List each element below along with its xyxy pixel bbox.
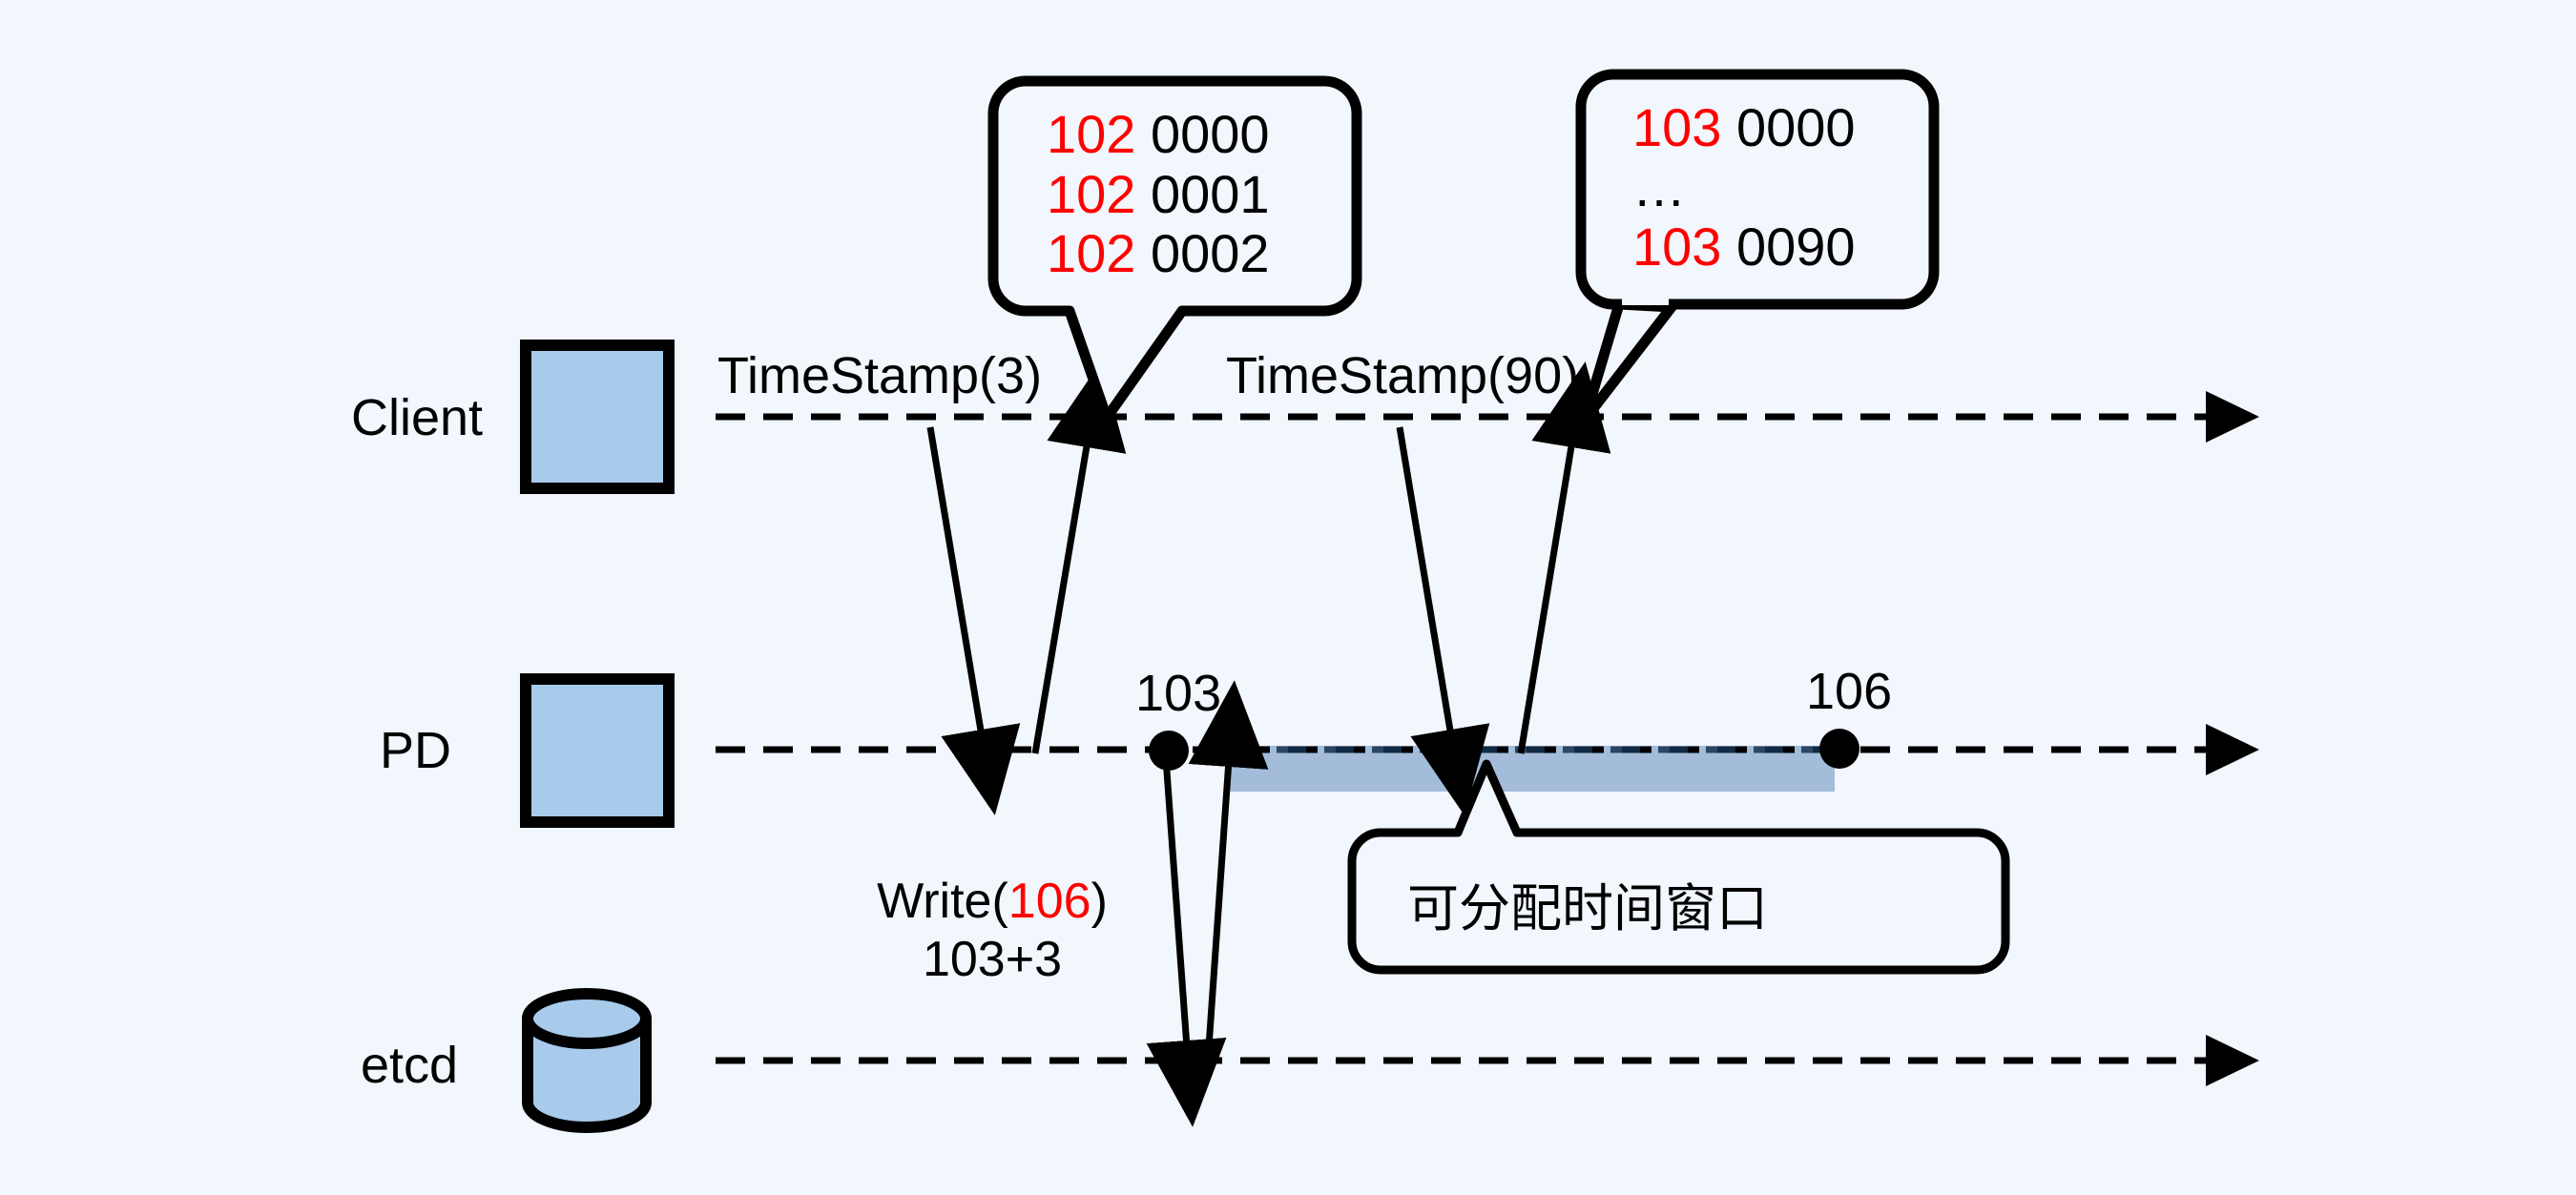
arrow-etcd-to-pd-ack <box>1188 680 1269 1061</box>
marker-label-106: 106 <box>1806 663 1893 720</box>
write-value: 106 <box>1008 874 1091 929</box>
bubble-102-row-1: 102 0000 <box>1047 104 1270 165</box>
window-callout-shape <box>1347 759 2010 975</box>
arrow-pd-to-client-response-1 <box>1031 361 1127 754</box>
write-operation-label: Write(106) 103+3 <box>854 873 1131 990</box>
lane-label-pd: PD <box>380 722 452 779</box>
allocatable-window-band <box>1229 746 1835 792</box>
marker-dot-103 <box>1149 731 1189 771</box>
write-operation-line-1: Write(106) <box>854 873 1131 931</box>
bubble-103-row-1-seq: 0000 <box>1736 97 1856 157</box>
bubble-103-tail <box>1579 299 1677 425</box>
bubble-102-row-2-ts: 102 <box>1047 163 1136 224</box>
bubble-102-row-3-seq: 0002 <box>1151 223 1270 284</box>
client-lifeline-arrowhead <box>2206 391 2259 443</box>
bubble-103-row-3-seq: 0090 <box>1736 216 1856 278</box>
database-cylinder-icon <box>522 988 652 1133</box>
window-callout-label: 可分配时间窗口 <box>1407 880 1768 937</box>
write-prefix: Write( <box>877 874 1008 929</box>
bubble-103-row-3-ts: 103 <box>1632 216 1722 278</box>
arrow-pd-to-client-response-2 <box>1517 361 1611 754</box>
write-suffix: ) <box>1091 874 1108 929</box>
bubble-102-row-2: 102 0001 <box>1047 163 1270 225</box>
bubble-102-row-1-seq: 0000 <box>1151 104 1270 164</box>
marker-dot-106 <box>1819 729 1859 769</box>
etcd-lifeline-arrowhead <box>2206 1035 2259 1086</box>
bubble-102-row-1-ts: 102 <box>1047 104 1136 164</box>
lane-label-client: Client <box>351 389 484 446</box>
bubble-102-shape <box>987 75 1362 423</box>
pd-lifeline-arrowhead <box>2206 724 2259 775</box>
bubble-103-row-3: 103 0090 <box>1632 217 1856 278</box>
bubble-103-row-2-ts: … <box>1632 156 1686 217</box>
marker-label-103: 103 <box>1135 665 1222 722</box>
arrow-pd-to-etcd-write <box>1146 757 1227 1127</box>
arrow-client-to-pd-request-2 <box>1396 426 1490 815</box>
write-operation-line-2: 103+3 <box>922 932 1063 988</box>
bubble-102-row-2-seq: 0001 <box>1151 163 1270 224</box>
bubble-103-row-1: 103 0000 <box>1632 97 1856 158</box>
bubble-103-shape <box>1575 69 1940 310</box>
bubble-103-content: 103 0000 … 103 0090 <box>1632 97 1856 278</box>
bubble-103-row-2: … <box>1632 156 1856 218</box>
bubble-103-row-1-ts: 103 <box>1632 97 1722 157</box>
message-label-timestamp-3: TimeStamp(3) <box>717 347 1043 404</box>
message-label-timestamp-90: TimeStamp(90) <box>1226 347 1580 404</box>
bubble-102-row-3: 102 0002 <box>1047 224 1270 284</box>
client-node-box <box>520 340 675 494</box>
bubble-102-content: 102 0000 102 0001 102 0002 <box>1047 104 1270 284</box>
arrow-client-to-pd-request-1 <box>926 426 1021 815</box>
lane-label-etcd: etcd <box>361 1037 459 1094</box>
pd-node-box <box>520 673 675 828</box>
bubble-102-row-3-ts: 102 <box>1047 223 1136 284</box>
